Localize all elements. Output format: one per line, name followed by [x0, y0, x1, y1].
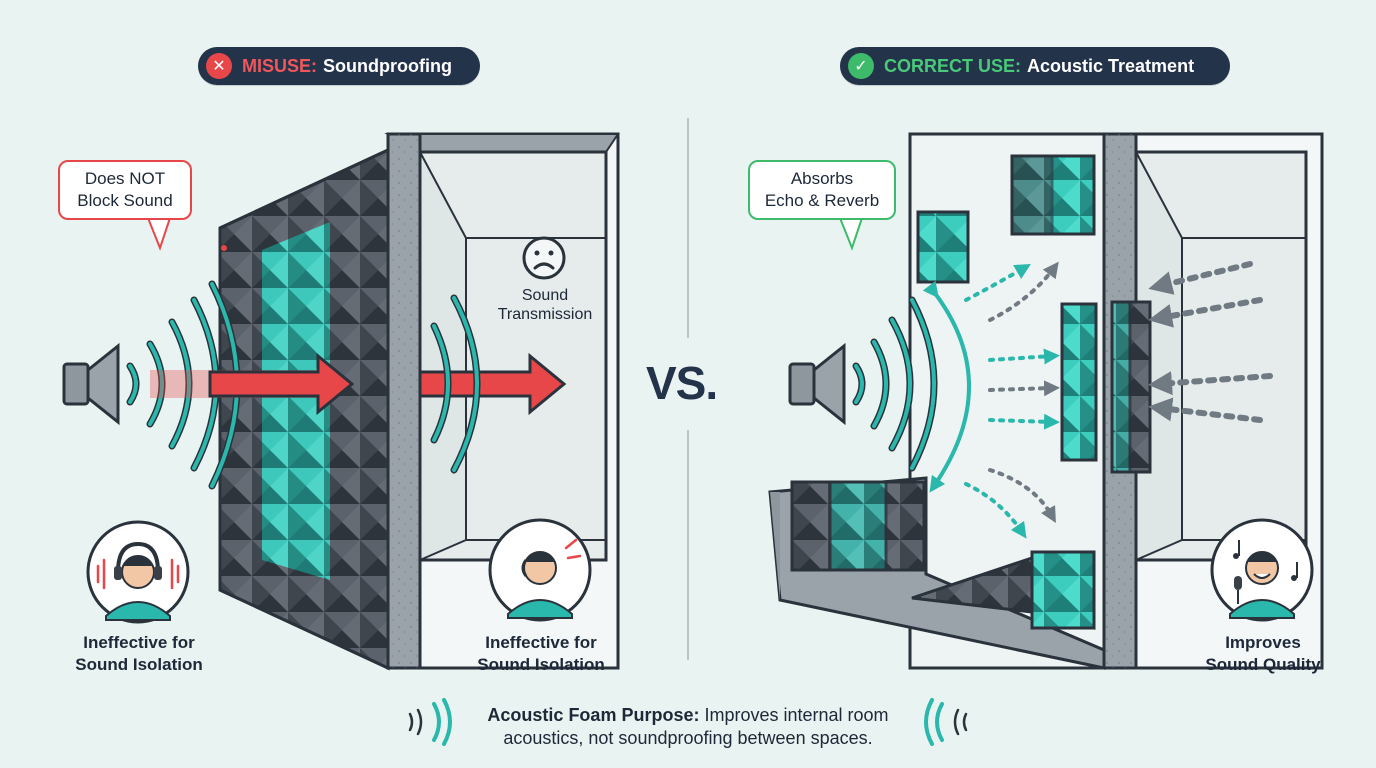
transmission-arrow-right	[418, 352, 567, 416]
vs-label: VS.	[646, 357, 718, 409]
speaker-icon	[62, 342, 120, 426]
correct-text: Acoustic Treatment	[1027, 55, 1195, 76]
does-not-block-callout: Does NOT Block Sound	[58, 160, 192, 220]
annoyed-person-icon	[488, 518, 592, 622]
caption-right-line2: Sound Isolation	[477, 655, 605, 674]
misuse-text: Soundproofing	[323, 55, 452, 76]
caption-left-line2: Sound Isolation	[75, 655, 203, 674]
caption-ineffective-left: Ineffective for Sound Isolation	[58, 632, 220, 676]
right-sound-waves	[852, 280, 971, 493]
callout-line1: Does NOT	[84, 169, 166, 188]
transmitted-waves	[430, 294, 481, 474]
caption-improves-line1: Improves	[1225, 633, 1301, 652]
caption-left-line1: Ineffective for	[83, 633, 195, 652]
sad-face-icon	[522, 236, 566, 280]
footer-purpose: Acoustic Foam Purpose: Improves internal…	[450, 704, 926, 750]
footer-text: Improves internal room acoustics, not so…	[503, 705, 889, 748]
absorbs-echo-callout: Absorbs Echo & Reverb	[748, 160, 896, 220]
speaker-icon	[788, 342, 846, 426]
callout-right-line2: Echo & Reverb	[764, 191, 880, 210]
sound-wave-icon	[924, 698, 968, 746]
check-circle-icon: ✓	[848, 53, 874, 79]
caption-improves-line2: Sound Quality	[1205, 655, 1321, 674]
microphone-icon	[1234, 576, 1242, 604]
sound-transmission-label: Sound Transmission	[478, 286, 612, 324]
transmission-line1: Sound	[521, 287, 569, 304]
correct-use-pill: ✓ CORRECT USE: Acoustic Treatment	[840, 47, 1230, 85]
transmission-line2: Transmission	[497, 306, 593, 323]
headphones-person-icon	[86, 520, 190, 624]
caption-improves-quality: Improves Sound Quality	[1192, 632, 1334, 676]
left-foam-panel	[218, 147, 390, 671]
callout-right-line1: Absorbs	[790, 169, 854, 188]
caption-ineffective-right: Ineffective for Sound Isolation	[460, 632, 622, 676]
caption-right-line1: Ineffective for	[485, 633, 597, 652]
misuse-pill: ✕ MISUSE: Soundproofing	[198, 47, 480, 85]
correct-keyword: CORRECT USE:	[884, 55, 1022, 76]
music-note-icon	[1233, 540, 1298, 581]
happy-singer-icon	[1210, 518, 1314, 622]
callout-line2: Block Sound	[77, 191, 173, 210]
sound-wave-icon	[408, 698, 452, 746]
misuse-keyword: MISUSE:	[242, 55, 318, 76]
footer-bold: Acoustic Foam Purpose:	[487, 705, 700, 725]
absorbed-reflections	[964, 261, 1273, 539]
x-circle-icon: ✕	[206, 53, 232, 79]
transmission-arrow-left	[150, 352, 355, 416]
